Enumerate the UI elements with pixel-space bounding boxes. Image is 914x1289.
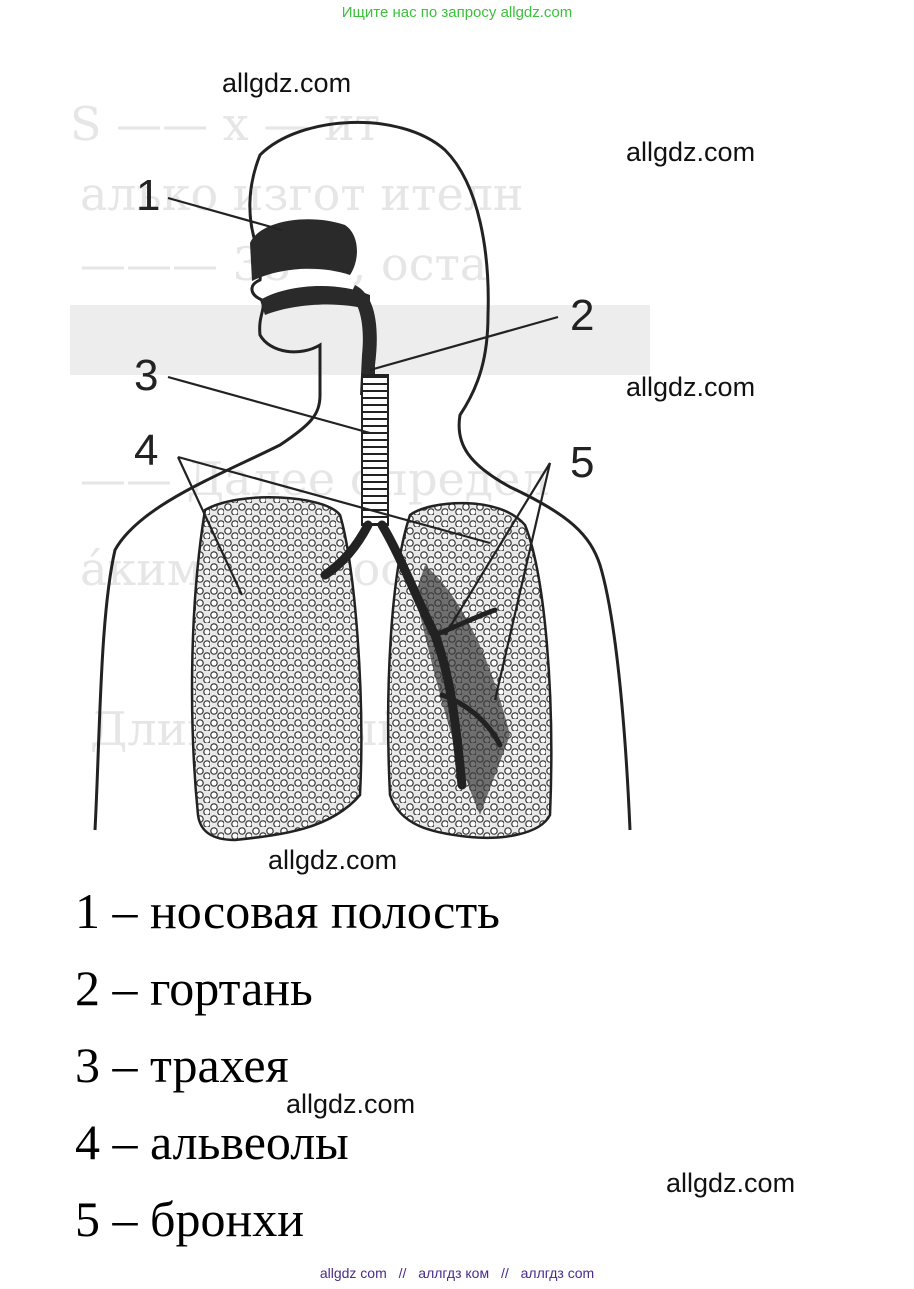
left-lung bbox=[190, 496, 363, 842]
legend-item: 2 – гортань bbox=[75, 957, 500, 1034]
legend-number: 3 bbox=[75, 1037, 100, 1093]
legend-number: 1 bbox=[75, 883, 100, 939]
legend-item: 3 – трахея bbox=[75, 1034, 500, 1111]
footer-link[interactable]: allgdz com bbox=[319, 1265, 387, 1281]
legend-text: гортань bbox=[150, 960, 313, 1016]
watermark: allgdz.com bbox=[268, 845, 398, 875]
trachea bbox=[361, 374, 389, 526]
footer-link[interactable]: аллгдз com bbox=[520, 1265, 595, 1281]
watermark: allgdz.com bbox=[286, 1089, 416, 1119]
larynx bbox=[350, 285, 377, 395]
footer: allgdz com // аллгдз ком // аллгдз com bbox=[0, 1265, 914, 1281]
nasal-cavity bbox=[250, 219, 357, 281]
legend-item: 5 – бронхи bbox=[75, 1188, 500, 1265]
legend-dash: – bbox=[112, 883, 138, 939]
bronchi bbox=[320, 520, 503, 790]
footer-separator: // bbox=[398, 1265, 407, 1281]
footer-separator: // bbox=[500, 1265, 509, 1281]
callout-4: 4 bbox=[134, 426, 158, 475]
callout-1: 1 bbox=[136, 171, 160, 220]
svg-text:алько изгот ителн: алько изгот ителн bbox=[80, 167, 524, 221]
footer-link[interactable]: аллгдз ком bbox=[418, 1265, 490, 1281]
legend: 1 – носовая полость 2 – гортань 3 – трах… bbox=[75, 880, 500, 1265]
legend-number: 4 bbox=[75, 1114, 100, 1170]
legend-dash: – bbox=[112, 1037, 138, 1093]
callout-2: 2 bbox=[570, 291, 594, 340]
legend-text: бронхи bbox=[150, 1191, 304, 1247]
legend-text: альвеолы bbox=[150, 1114, 349, 1170]
respiratory-system-diagram: S —— x — ит алько изгот ителн ——— 38 —, … bbox=[70, 97, 650, 842]
legend-text: носовая полость bbox=[150, 883, 500, 939]
legend-text: трахея bbox=[150, 1037, 289, 1093]
callout-5: 5 bbox=[570, 438, 594, 487]
callout-lines bbox=[167, 196, 559, 701]
legend-number: 5 bbox=[75, 1191, 100, 1247]
legend-dash: – bbox=[112, 960, 138, 1016]
svg-text:—— Далее определ: —— Далее определ bbox=[80, 452, 550, 506]
watermark: allgdz.com bbox=[626, 372, 756, 402]
watermark: allgdz.com bbox=[666, 1168, 796, 1198]
legend-number: 2 bbox=[75, 960, 100, 1016]
legend-item: 1 – носовая полость bbox=[75, 880, 500, 957]
callout-3: 3 bbox=[134, 351, 158, 400]
legend-dash: – bbox=[112, 1191, 138, 1247]
legend-dash: – bbox=[112, 1114, 138, 1170]
legend-item: 4 – альвеолы bbox=[75, 1111, 500, 1188]
watermark: allgdz.com bbox=[222, 68, 352, 98]
top-banner[interactable]: Ищите нас по запросу allgdz.com bbox=[341, 4, 573, 21]
body-outline bbox=[93, 120, 632, 831]
watermark: allgdz.com bbox=[626, 137, 756, 167]
